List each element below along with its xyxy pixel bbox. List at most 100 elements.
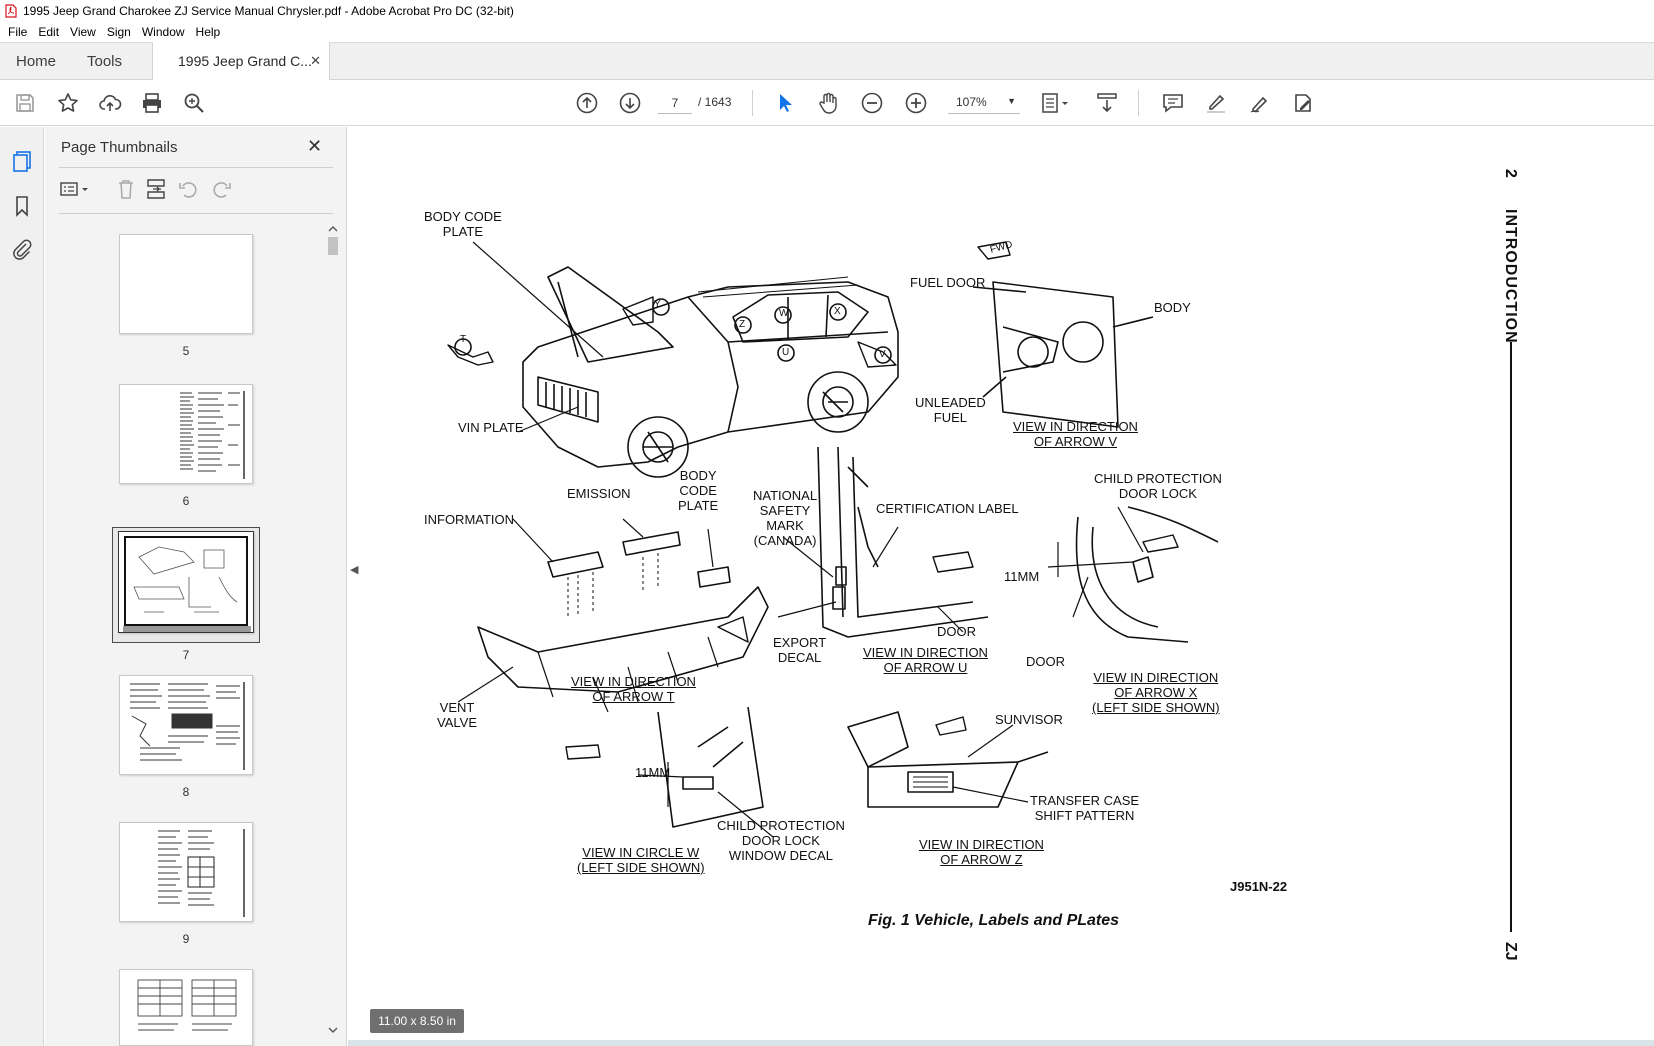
scrollbar-thumb[interactable] <box>328 237 338 255</box>
thumbnail-options-icon[interactable] <box>59 177 93 201</box>
star-icon[interactable] <box>55 90 81 116</box>
search-icon[interactable] <box>181 90 207 116</box>
previous-page-icon[interactable] <box>574 90 600 116</box>
navigation-rail <box>0 127 44 1046</box>
panel-divider <box>59 167 333 168</box>
menu-window[interactable]: Window <box>141 25 185 39</box>
tab-document-label: 1995 Jeep Grand C... <box>178 53 312 69</box>
tab-bar: Home Tools 1995 Jeep Grand C... ✕ <box>0 42 1654 81</box>
menu-help[interactable]: Help <box>195 25 221 39</box>
next-page-icon[interactable] <box>617 90 643 116</box>
label-information: INFORMATION <box>424 512 515 527</box>
label-fuel-door: FUEL DOOR <box>910 275 986 290</box>
zoom-in-icon[interactable] <box>903 90 929 116</box>
tab-home[interactable]: Home <box>16 53 57 70</box>
scroll-mode-icon[interactable] <box>1094 90 1120 116</box>
menu-bar: File Edit View Sign Window Help <box>0 22 1654 42</box>
page-thumbnail[interactable] <box>119 384 253 484</box>
page-thumbnail-image <box>137 979 237 1031</box>
label-body: BODY <box>1154 300 1191 315</box>
caption-view-arrow-t: VIEW IN DIRECTION OF ARROW T <box>571 674 696 704</box>
label-child-protection-decal: CHILD PROTECTION DOOR LOCK WINDOW DECAL <box>717 818 845 863</box>
page-thumbnail[interactable] <box>119 675 253 775</box>
horizontal-scrollbar[interactable] <box>348 1040 1654 1046</box>
side-section-title: INTRODUCTION <box>1502 209 1519 344</box>
menu-file[interactable]: File <box>8 25 28 39</box>
page-thumbnail[interactable] <box>119 234 253 334</box>
page-thumbnail-image <box>158 829 245 917</box>
page-thumbnail-selected[interactable] <box>118 531 254 633</box>
page-thumbnail-number: 7 <box>182 648 190 662</box>
edit-pdf-icon[interactable] <box>1290 90 1316 116</box>
label-11mm-b: 11MM <box>635 765 671 780</box>
page-thumbnails-icon[interactable] <box>10 149 34 173</box>
page-total: / 1643 <box>698 95 732 109</box>
label-door-2: DOOR <box>1026 654 1065 669</box>
menu-view[interactable]: View <box>70 25 96 39</box>
tab-tools[interactable]: Tools <box>87 53 123 70</box>
rotate-right-icon[interactable] <box>209 177 233 201</box>
delete-page-icon[interactable] <box>114 177 138 201</box>
save-icon[interactable] <box>12 90 38 116</box>
page-size-badge: 11.00 x 8.50 in <box>370 1009 464 1033</box>
tab-close-button[interactable]: ✕ <box>310 53 321 68</box>
side-rule <box>1510 342 1512 932</box>
label-body-code-plate-2: BODY CODE PLATE <box>678 468 719 513</box>
caption-view-arrow-z: VIEW IN DIRECTION OF ARROW Z <box>919 837 1044 867</box>
thumbnails-panel: Page Thumbnails ✕ 5 6 <box>45 127 347 1046</box>
panel-divider <box>59 213 333 214</box>
select-cursor-icon[interactable] <box>772 90 798 116</box>
label-export-decal: EXPORT DECAL <box>773 635 827 665</box>
page-thumbnail[interactable] <box>119 969 253 1046</box>
toolbar-divider <box>752 90 753 116</box>
cloud-upload-icon[interactable] <box>97 90 123 116</box>
marker-v: V <box>879 349 886 360</box>
caption-view-arrow-u: VIEW IN DIRECTION OF ARROW U <box>863 645 988 675</box>
marker-y: Y <box>654 299 661 310</box>
print-icon[interactable] <box>139 90 165 116</box>
hand-tool-icon[interactable] <box>815 90 841 116</box>
label-11mm-a: 11MM <box>1004 569 1040 584</box>
comment-icon[interactable] <box>1160 90 1186 116</box>
sign-icon[interactable] <box>1247 90 1273 116</box>
title-bar: 1995 Jeep Grand Charokee ZJ Service Manu… <box>0 0 1654 22</box>
page-thumbnail-number: 9 <box>182 932 190 946</box>
page-number-input[interactable] <box>658 92 692 114</box>
caption-view-arrow-v: VIEW IN DIRECTION OF ARROW V <box>1013 419 1138 449</box>
label-unleaded-fuel: UNLEADED FUEL <box>915 395 986 425</box>
page-thumbnail[interactable] <box>119 822 253 922</box>
chevron-down-icon: ▼ <box>1007 96 1016 106</box>
page-display-icon[interactable] <box>1040 90 1072 116</box>
scrollbar-arrows <box>328 226 338 1033</box>
marker-z: Z <box>739 319 746 330</box>
attachment-icon[interactable] <box>10 238 34 262</box>
menu-edit[interactable]: Edit <box>38 25 60 39</box>
page-thumbnail-number: 6 <box>182 494 190 508</box>
label-national-safety-mark: NATIONAL SAFETY MARK (CANADA) <box>753 488 818 548</box>
highlight-pen-icon[interactable] <box>1203 90 1229 116</box>
acrobat-pdf-icon <box>5 4 17 18</box>
close-panel-button[interactable]: ✕ <box>307 136 323 156</box>
insert-page-icon[interactable] <box>144 177 168 201</box>
collapse-panel-icon[interactable]: ◀ <box>350 564 359 576</box>
label-vent-valve: VENT VALVE <box>437 700 477 730</box>
rotate-left-icon[interactable] <box>177 177 201 201</box>
document-viewer[interactable]: ◀ <box>348 127 1654 1046</box>
zoom-out-icon[interactable] <box>859 90 885 116</box>
window-title: 1995 Jeep Grand Charokee ZJ Service Manu… <box>23 4 514 18</box>
bookmark-icon[interactable] <box>10 194 34 218</box>
label-vin-plate: VIN PLATE <box>458 420 524 435</box>
figure-code: J951N-22 <box>1230 879 1288 894</box>
vehicle-labels-illustration <box>447 241 1219 838</box>
side-page-number: 2 <box>1502 169 1519 178</box>
thumbnails-scrollbar[interactable] <box>326 223 340 1038</box>
tab-document[interactable]: 1995 Jeep Grand C... ✕ <box>152 42 330 81</box>
side-model-code: ZJ <box>1502 942 1519 961</box>
label-emission: EMISSION <box>567 486 631 501</box>
page-thumbnail-image <box>130 682 245 770</box>
zoom-level-select[interactable]: 107% ▼ <box>948 92 1020 114</box>
label-transfer-case: TRANSFER CASE SHIFT PATTERN <box>1030 793 1140 823</box>
page-thumbnail-image <box>123 536 251 632</box>
label-door-1: DOOR <box>937 624 976 639</box>
menu-sign[interactable]: Sign <box>106 25 131 39</box>
